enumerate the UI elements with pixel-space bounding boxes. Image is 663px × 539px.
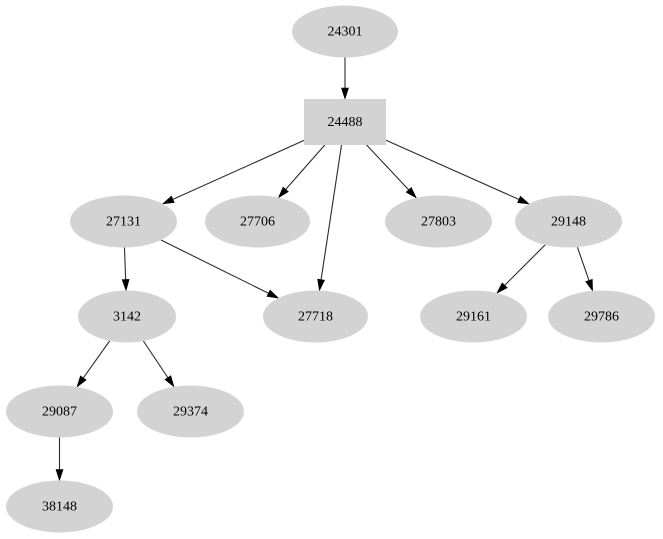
node-label: 27718 [298,310,333,325]
graph-edge-3142-to-29374 [142,340,175,388]
node-ellipse-shape[interactable] [205,195,310,248]
graph-node-27718[interactable]: 27718 [263,290,368,343]
node-ellipse-shape[interactable] [263,290,368,343]
graph-node-29374[interactable]: 29374 [137,385,244,438]
arrowhead-icon [405,186,417,199]
node-ellipse-shape[interactable] [6,480,113,533]
arrowhead-icon [161,195,175,205]
graph-edge-24488-to-27803 [366,144,417,199]
graph-node-29148[interactable]: 29148 [515,195,622,248]
graph-edge-29148-to-29161 [496,244,546,294]
graph-edge-24301-to-24488 [341,57,349,100]
node-ellipse-shape[interactable] [70,195,177,248]
edge-line [320,144,343,280]
graph-edge-29087-to-38148 [55,437,64,482]
graph-node-29161[interactable]: 29161 [420,290,527,343]
node-ellipse-shape[interactable] [78,290,176,343]
graph-node-3142[interactable]: 3142 [78,290,176,343]
arrowhead-icon [76,375,87,388]
arrowhead-icon [55,469,64,482]
arrowhead-icon [317,278,325,292]
node-label: 29148 [551,215,586,230]
graph-edge-3142-to-29087 [76,340,111,388]
graph-node-27803[interactable]: 27803 [385,195,492,248]
graph-node-27706[interactable]: 27706 [205,195,310,248]
node-ellipse-shape[interactable] [420,290,527,343]
node-label: 29374 [173,405,208,420]
arrowhead-icon [517,195,530,205]
node-box-shape[interactable] [304,99,386,145]
node-label: 29087 [42,405,77,420]
graph-node-27131[interactable]: 27131 [70,195,177,248]
graph-node-24301[interactable]: 24301 [292,5,398,58]
arrowhead-icon [277,186,289,199]
graph-edge-27131-to-27718 [160,239,280,299]
node-ellipse-shape[interactable] [385,195,492,248]
edge-line [82,340,111,379]
node-label: 27706 [240,215,275,230]
graph-edge-24488-to-27718 [317,144,343,292]
edge-line [142,340,169,378]
node-label: 27131 [106,215,141,230]
graph-node-38148[interactable]: 38148 [6,480,113,533]
arrowhead-icon [341,87,349,100]
edge-line [576,246,590,281]
graph-node-24488[interactable]: 24488 [304,99,386,145]
node-ellipse-shape[interactable] [6,385,113,438]
arrowhead-icon [585,278,593,292]
edge-line [385,139,520,200]
node-label: 24488 [328,115,363,130]
graph-edge-24488-to-29148 [385,139,530,205]
node-label: 29161 [456,310,491,325]
node-label: 29786 [584,310,619,325]
node-ellipse-shape[interactable] [137,385,244,438]
graph-node-29786[interactable]: 29786 [548,290,655,343]
node-label: 27803 [421,215,456,230]
arrowhead-icon [496,282,508,294]
edge-line [366,144,410,191]
edge-line [285,144,326,190]
node-ellipse-shape[interactable] [548,290,655,343]
edge-line [123,247,127,280]
edge-line [160,239,269,294]
node-label: 3142 [113,310,141,325]
node-ellipse-shape[interactable] [515,195,622,248]
edges-layer [55,57,593,482]
arrowhead-icon [121,279,130,292]
arrowhead-icon [164,375,175,388]
graph-node-29087[interactable]: 29087 [6,385,113,438]
graph-edge-27131-to-3142 [121,247,130,292]
node-label: 38148 [42,500,77,515]
graph-edge-24488-to-27131 [161,139,305,205]
edge-line [504,244,546,286]
arrowhead-icon [266,289,280,299]
graph-edge-24488-to-27706 [277,144,326,199]
edge-line [172,139,305,200]
nodes-layer: 24301 24488 27131 27706 27803 29148 3142 27718 2… [6,5,655,533]
node-ellipse-shape[interactable] [292,5,398,58]
graph-edge-29148-to-29786 [576,246,593,292]
node-label: 24301 [328,25,363,40]
